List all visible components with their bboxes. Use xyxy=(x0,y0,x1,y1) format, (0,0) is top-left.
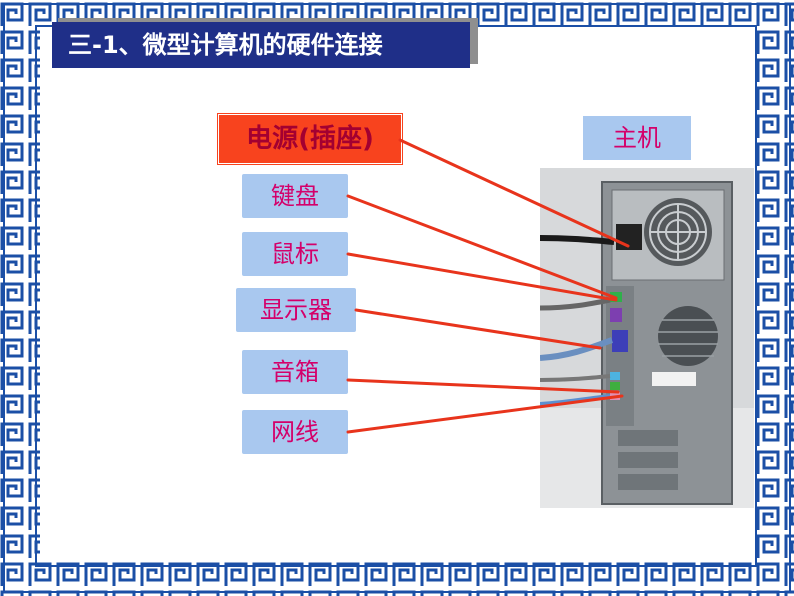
label-mouse: 鼠标 xyxy=(242,232,348,276)
label-monitor: 显示器 xyxy=(236,288,356,332)
wire-mouse xyxy=(346,252,618,302)
page-title: 三-1、微型计算机的硬件连接 xyxy=(52,22,470,68)
label-host: 主机 xyxy=(583,116,691,160)
wire-keyboard xyxy=(346,194,618,300)
label-keyboard: 键盘 xyxy=(242,174,348,218)
wire-power xyxy=(398,138,630,248)
wire-monitor xyxy=(354,308,602,350)
pc-case-rear-photo xyxy=(540,168,754,508)
wire-speaker xyxy=(346,378,620,394)
label-network: 网线 xyxy=(242,410,348,454)
wire-network xyxy=(346,394,624,434)
label-speaker: 音箱 xyxy=(242,350,348,394)
label-power-socket: 电源(插座) xyxy=(218,114,402,164)
